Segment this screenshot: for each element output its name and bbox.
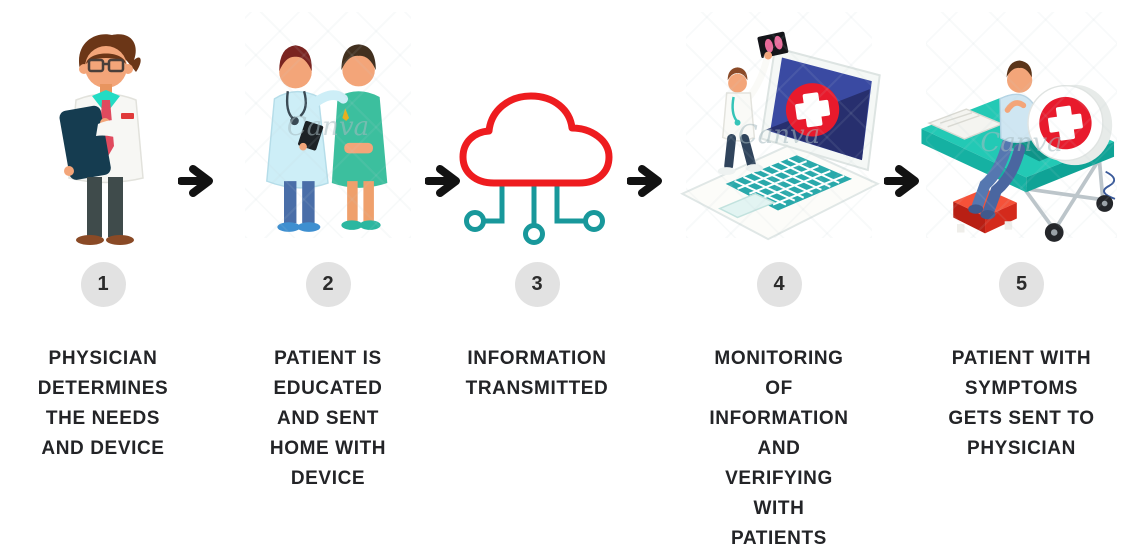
doctor-with-clipboard-illustration xyxy=(59,34,144,245)
step-5-number-badge: 5 xyxy=(999,262,1044,307)
step-1: 1 PHYSICIAN DETERMINES THE NEEDS AND DEV… xyxy=(8,0,198,464)
step-5-label: PATIENT WITH SYMPTOMS GETS SENT TO PHYSI… xyxy=(948,348,1095,459)
cloud-upload-network-icon xyxy=(459,92,613,245)
step-2-number: 2 xyxy=(322,273,334,295)
step-4-illustration: Canva xyxy=(674,0,884,250)
step-2-illustration: Canva xyxy=(233,0,423,250)
patient-on-gurney-illustration xyxy=(921,60,1116,242)
step-3-label: INFORMATION TRANSMITTED xyxy=(465,348,609,399)
step-3: 3 INFORMATION TRANSMITTED xyxy=(432,0,642,404)
right-arrow-icon xyxy=(884,163,924,199)
step-1-label: PHYSICIAN DETERMINES THE NEEDS AND DEVIC… xyxy=(37,348,169,459)
step-2: Canva xyxy=(233,0,423,494)
doctor-and-patient-illustration xyxy=(266,44,388,232)
right-arrow-icon xyxy=(627,163,667,199)
step-1-illustration xyxy=(8,0,198,250)
step-4: Canva xyxy=(674,0,884,554)
right-arrow-icon xyxy=(425,163,465,199)
step-3-number-badge: 3 xyxy=(514,262,560,307)
doctor-monitoring-laptop-illustration xyxy=(680,31,881,241)
step-4-label: MONITORING OF INFORMATION AND VERIFYING … xyxy=(709,348,849,549)
step-5-illustration: Canva xyxy=(914,0,1129,250)
step-2-number-badge: 2 xyxy=(305,262,351,307)
step-3-number: 3 xyxy=(531,273,543,295)
step-1-number: 1 xyxy=(97,273,109,295)
step-4-number: 4 xyxy=(773,273,785,295)
step-1-number-badge: 1 xyxy=(80,262,126,307)
step-4-number-badge: 4 xyxy=(756,262,802,307)
step-3-illustration xyxy=(432,0,642,250)
step-2-label: PATIENT IS EDUCATED AND SENT HOME WITH D… xyxy=(269,348,387,489)
step-5: Canva xyxy=(914,0,1129,464)
right-arrow-icon xyxy=(178,163,218,199)
step-5-number: 5 xyxy=(1015,273,1028,295)
